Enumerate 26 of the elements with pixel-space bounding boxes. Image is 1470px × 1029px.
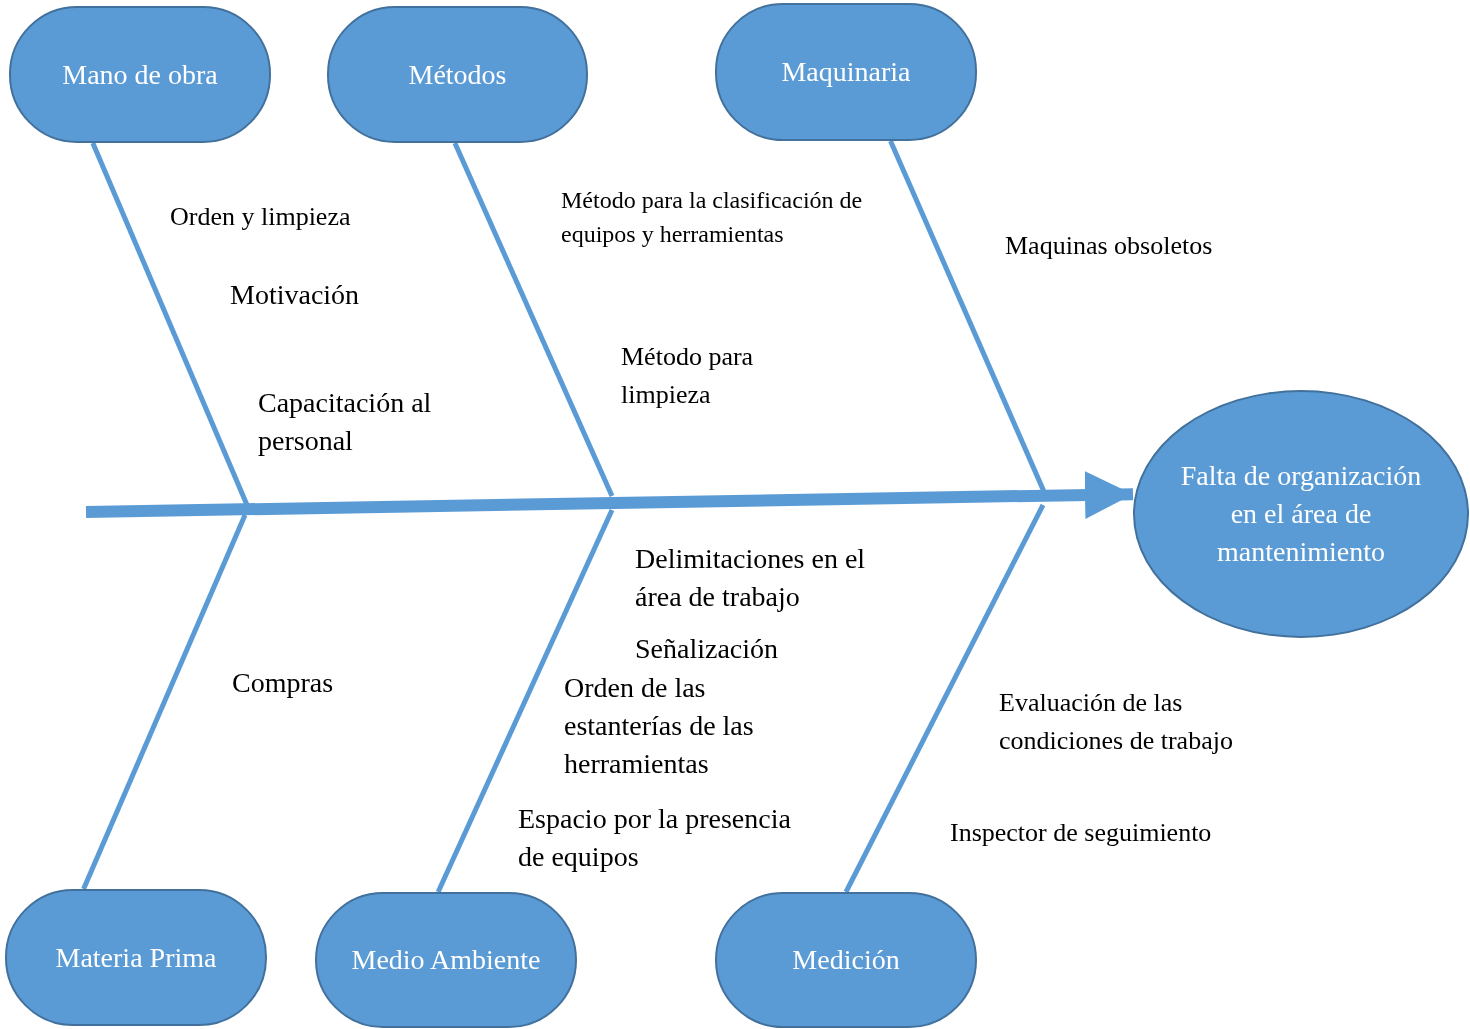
bone-line — [81, 514, 248, 890]
cause-label: Maquinas obsoletos — [1005, 230, 1214, 262]
cause-label: Delimitaciones en el área de trabajo — [635, 542, 867, 614]
cause-label: Orden y limpieza — [170, 201, 352, 233]
category-box: Medición — [715, 892, 977, 1028]
category-box: Medio Ambiente — [315, 892, 577, 1028]
category-box: Métodos — [327, 6, 588, 143]
spine-arrow — [85, 471, 1134, 519]
category-box: Maquinaria — [715, 3, 977, 141]
bone-line — [452, 142, 615, 497]
category-box: Mano de obra — [9, 6, 271, 143]
cause-label: Inspector de seguimiento — [950, 817, 1213, 849]
cause-label: Compras — [232, 666, 335, 700]
cause-label: Espacio por la presencia de equipos — [518, 802, 792, 874]
cause-label: Método para limpieza — [621, 341, 755, 411]
cause-label: Señalización — [635, 632, 780, 666]
cause-label: Método para la clasificación de equipos y herramientas — [561, 186, 864, 249]
cause-label: Evaluación de las condiciones de trabajo — [999, 687, 1234, 757]
bone-line — [843, 503, 1046, 894]
cause-label: Capacitación al personal — [258, 386, 433, 458]
bone-line — [90, 142, 250, 506]
effect-box: Falta de organización en el área de mantenimiento — [1133, 390, 1469, 638]
cause-label: Motivación — [230, 278, 361, 312]
cause-label: Orden de las estanterías de las herramientas — [564, 671, 755, 781]
bone-line — [435, 508, 615, 894]
category-box: Materia Prima — [5, 889, 267, 1026]
